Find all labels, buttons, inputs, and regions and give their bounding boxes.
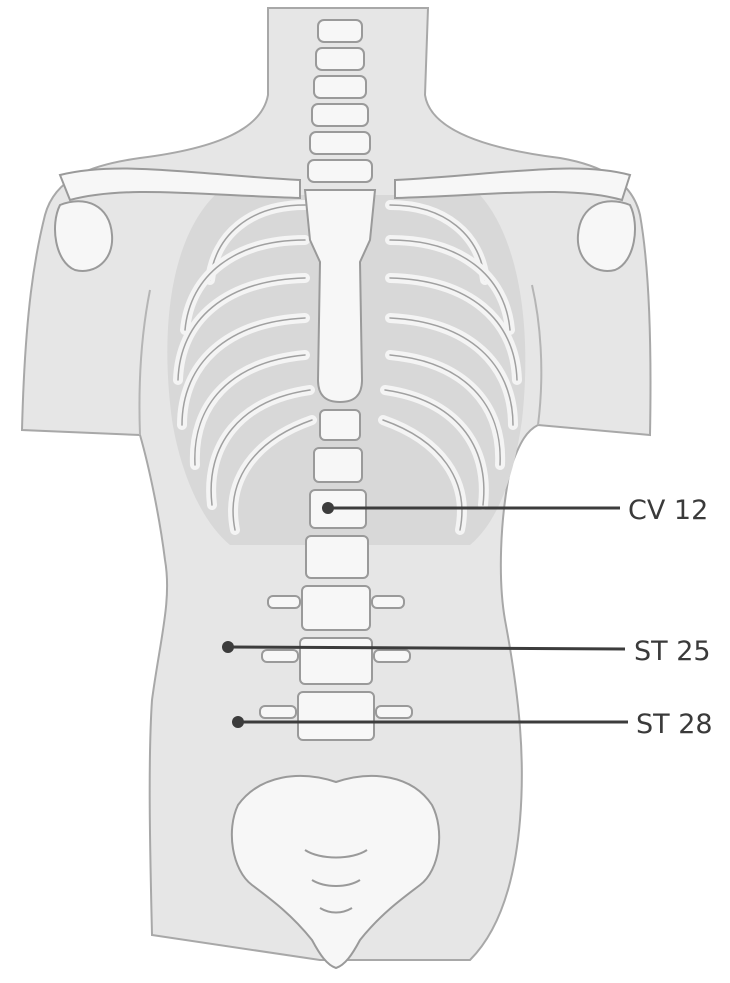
st28-point-marker bbox=[232, 716, 244, 728]
st25-leader-line bbox=[228, 647, 625, 649]
left-shoulder-joint bbox=[55, 201, 112, 271]
st28-label: ST 28 bbox=[636, 709, 713, 740]
cv12-label: CV 12 bbox=[628, 495, 708, 526]
right-shoulder-joint bbox=[578, 201, 635, 271]
cv12-point-marker bbox=[322, 502, 334, 514]
st25-label: ST 25 bbox=[634, 636, 711, 667]
st25-point-marker bbox=[222, 641, 234, 653]
